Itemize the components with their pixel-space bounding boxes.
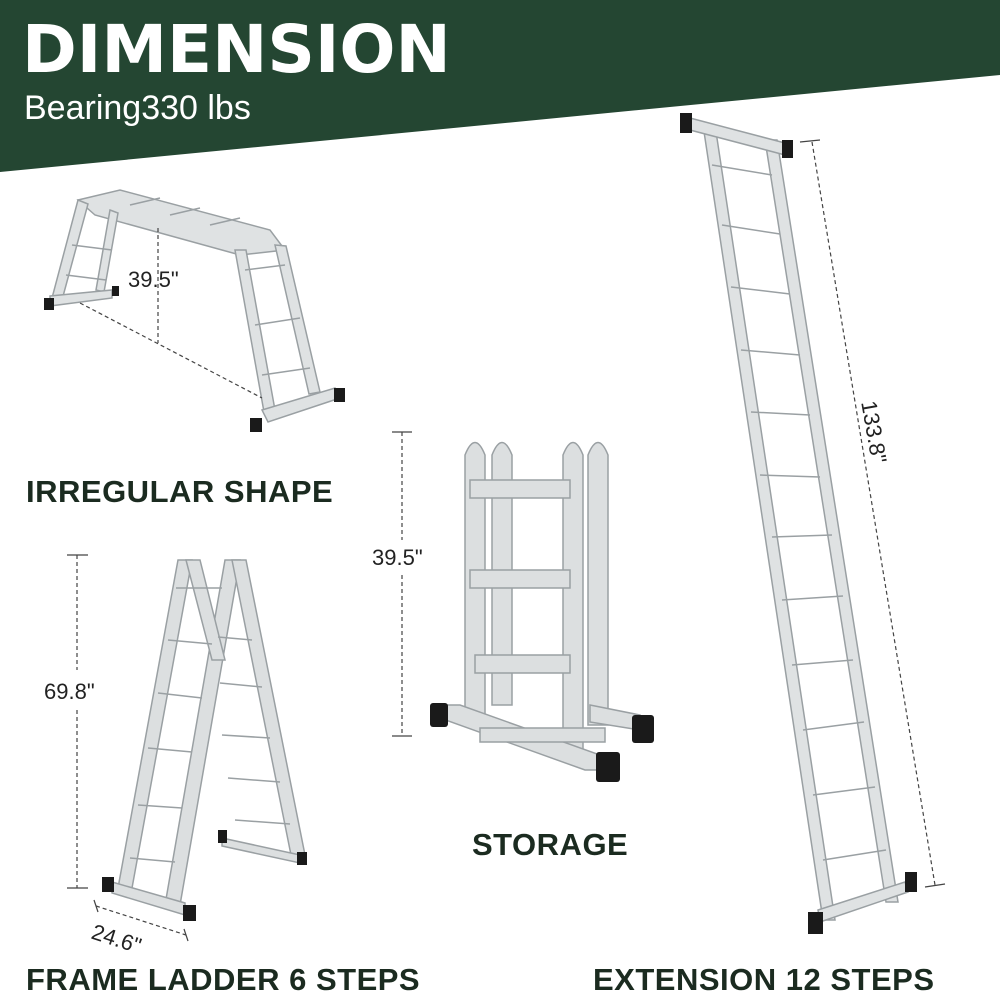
irregular-height-dimension: 39.5" bbox=[128, 267, 179, 292]
frame-ladder-label: FRAME LADDER 6 STEPS bbox=[26, 962, 421, 997]
frame-dimension-lines bbox=[67, 554, 189, 942]
storage-feet bbox=[430, 703, 654, 782]
page-title: DIMENSION bbox=[22, 11, 451, 88]
irregular-dimension-lines bbox=[79, 228, 263, 399]
header-banner bbox=[0, 0, 1000, 172]
extension-ladder-feet bbox=[680, 113, 917, 934]
extension-ladder-illustration bbox=[689, 117, 909, 923]
irregular-shape-ladder-illustration bbox=[49, 189, 342, 423]
storage-ladder-illustration bbox=[439, 441, 641, 771]
storage-height-dimension: 39.5" bbox=[372, 545, 423, 570]
extension-dimension-line bbox=[799, 139, 946, 888]
bearing-capacity: Bearing330 lbs bbox=[24, 89, 251, 127]
storage-dimension-line bbox=[392, 431, 412, 737]
extension-label: EXTENSION 12 STEPS bbox=[593, 962, 935, 997]
storage-label: STORAGE bbox=[472, 827, 629, 862]
frame-ladder-feet bbox=[102, 830, 307, 921]
irregular-shape-label: IRREGULAR SHAPE bbox=[26, 474, 334, 509]
ladder-feet bbox=[44, 286, 345, 432]
frame-ladder-illustration bbox=[111, 559, 306, 917]
frame-height-dimension: 69.8" bbox=[44, 679, 95, 704]
